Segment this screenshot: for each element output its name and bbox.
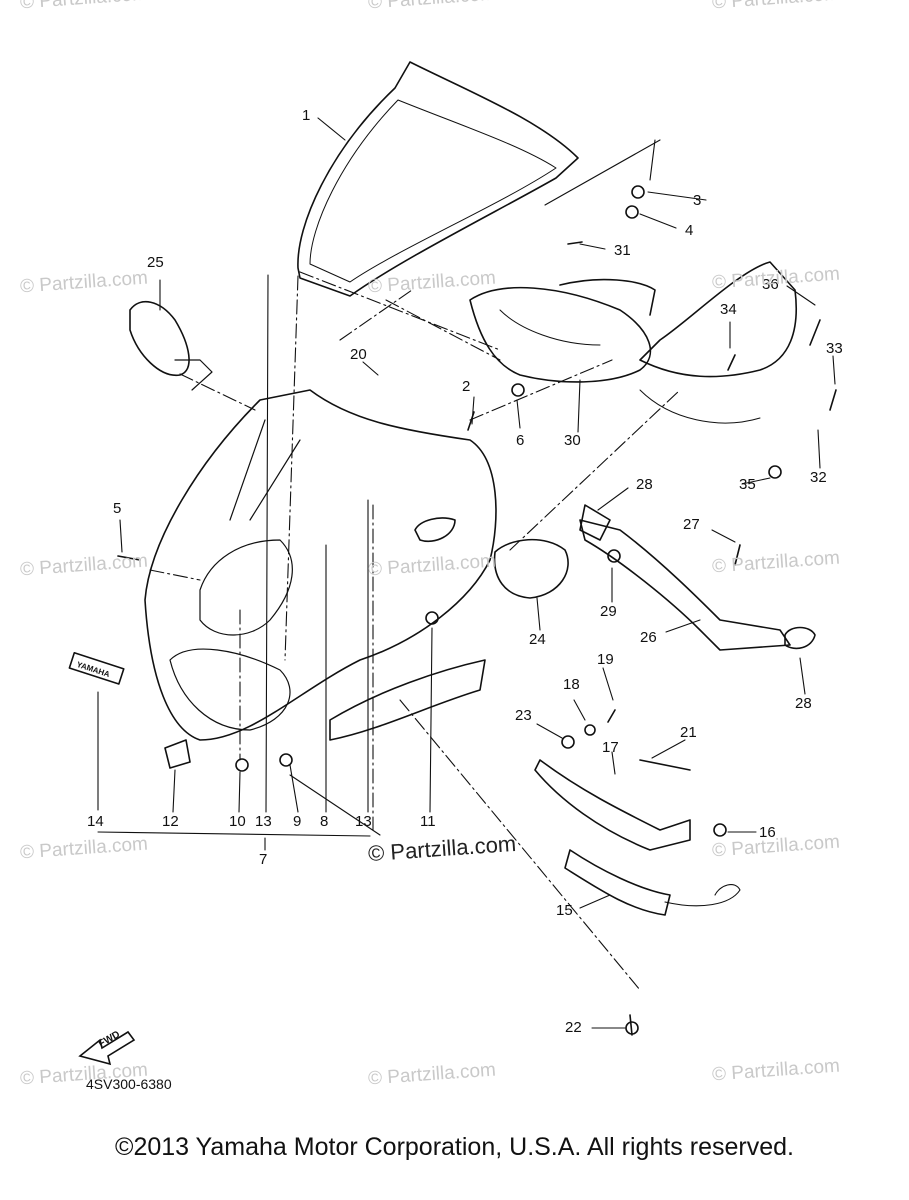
yamaha-emblem: [68, 651, 125, 685]
part-label: 17: [602, 739, 619, 756]
part-label: 9: [293, 813, 302, 830]
copyright-footer: ©2013 Yamaha Motor Corporation, U.S.A. A…: [115, 1133, 794, 1161]
mirror-right: [493, 538, 569, 599]
part-label: 8: [320, 813, 329, 830]
part-label: 33: [826, 340, 843, 357]
part-label: 25: [147, 254, 164, 271]
part-label: 32: [810, 469, 827, 486]
stay-bracket: [579, 519, 791, 651]
part-label: 14: [87, 813, 104, 830]
fwd-arrow-icon: FWD: [78, 1018, 140, 1071]
part-label: 15: [556, 902, 573, 919]
part-label: 28: [795, 695, 812, 712]
part-label: 29: [600, 603, 617, 620]
part-label: 10: [229, 813, 246, 830]
part-label: 24: [529, 631, 546, 648]
part-label: 36: [762, 276, 779, 293]
lower-bracket: [534, 759, 691, 851]
part-label: 18: [563, 676, 580, 693]
part-label: 13: [255, 813, 272, 830]
part-label: 4: [685, 222, 694, 239]
part-label: 19: [597, 651, 614, 668]
part-label: 2: [462, 378, 471, 395]
part-label: 11: [420, 813, 436, 830]
part-label: 7: [259, 851, 268, 868]
part-label: 28: [636, 476, 653, 493]
part-label: 27: [683, 516, 700, 533]
part-label: 20: [350, 346, 367, 363]
part-label: 21: [680, 724, 697, 741]
part-label: 1: [302, 107, 311, 124]
part-label: 12: [162, 813, 179, 830]
mirror-left: [129, 300, 190, 376]
part-label: 34: [720, 301, 737, 318]
part-label: 22: [565, 1019, 582, 1036]
part-label: 5: [113, 500, 122, 517]
part-label: 26: [640, 629, 657, 646]
part-label: 3: [693, 192, 702, 209]
part-label: 35: [739, 476, 756, 493]
part-label: 23: [515, 707, 532, 724]
part-label: 30: [564, 432, 581, 449]
upper-cowl: [144, 389, 497, 741]
part-label: 13: [355, 813, 372, 830]
catalog-code: 4SV300-6380: [86, 1076, 172, 1092]
inner-duct: [469, 286, 652, 383]
part-label: 31: [614, 242, 631, 259]
part-label: 16: [759, 824, 776, 841]
flasher-bar: [564, 849, 671, 916]
windscreen: [297, 61, 579, 297]
part-label: 6: [516, 432, 525, 449]
